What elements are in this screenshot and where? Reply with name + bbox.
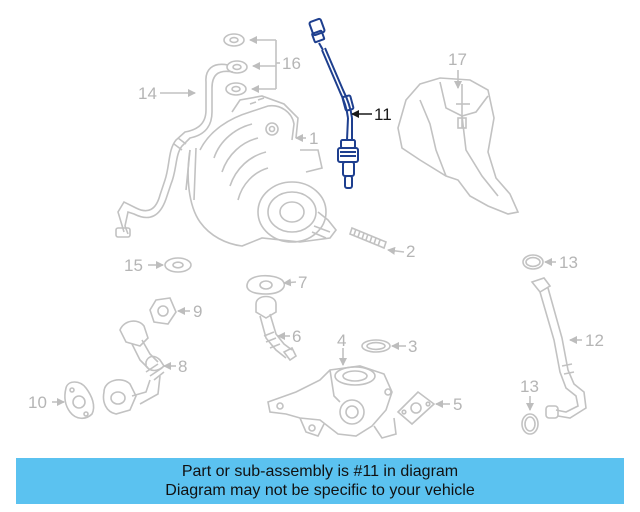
part-11-oxygen-sensor [308,17,359,189]
part-17-heat-shield [397,70,520,215]
part-14-oil-pipe [115,63,234,238]
callout-labels: 1 2 3 4 5 6 7 8 9 10 12 13 13 14 15 16 1… [28,50,604,414]
callout-1: 1 [309,129,318,148]
part-3-gasket [361,339,406,353]
part-7-gasket [246,274,297,295]
part-13-oring-lower [521,396,539,435]
callout-10: 10 [28,393,47,412]
callout-12: 12 [585,331,604,350]
callout-2: 2 [406,242,415,261]
callout-13-lower: 13 [520,377,539,396]
part-9-gasket [149,297,190,325]
callout-15: 15 [124,256,143,275]
parts-diagram: 1 2 3 4 5 6 7 8 9 10 12 13 13 14 15 16 1… [28,17,604,439]
callout-3: 3 [408,337,417,356]
callout-4: 4 [337,331,346,350]
callout-6: 6 [292,327,301,346]
part-5-gasket [396,390,450,426]
part-1-turbocharger [185,95,338,247]
part-15-gasket [148,257,192,273]
part-12-return-pipe [530,277,587,419]
part-16-washers [223,33,280,96]
part-8-egr-pipe [102,320,176,415]
callout-17: 17 [448,50,467,69]
part-4-housing [267,348,397,439]
callout-11: 11 [374,105,392,124]
info-banner: Part or sub-assembly is #11 in diagram D… [16,458,624,504]
part-10-gasket [52,381,95,420]
callout-5: 5 [453,395,462,414]
banner-line-2: Diagram may not be specific to your vehi… [165,482,475,499]
callout-14: 14 [138,84,157,103]
callout-7: 7 [298,273,307,292]
part-6-pipe [255,295,298,362]
banner-line-1: Part or sub-assembly is #11 in diagram [181,463,459,480]
part-2-stud [349,226,405,255]
callout-13-upper: 13 [559,253,578,272]
part-13-oring-upper [522,254,556,270]
callout-16: 16 [282,54,301,73]
callout-8: 8 [178,357,187,376]
callout-9: 9 [193,302,202,321]
